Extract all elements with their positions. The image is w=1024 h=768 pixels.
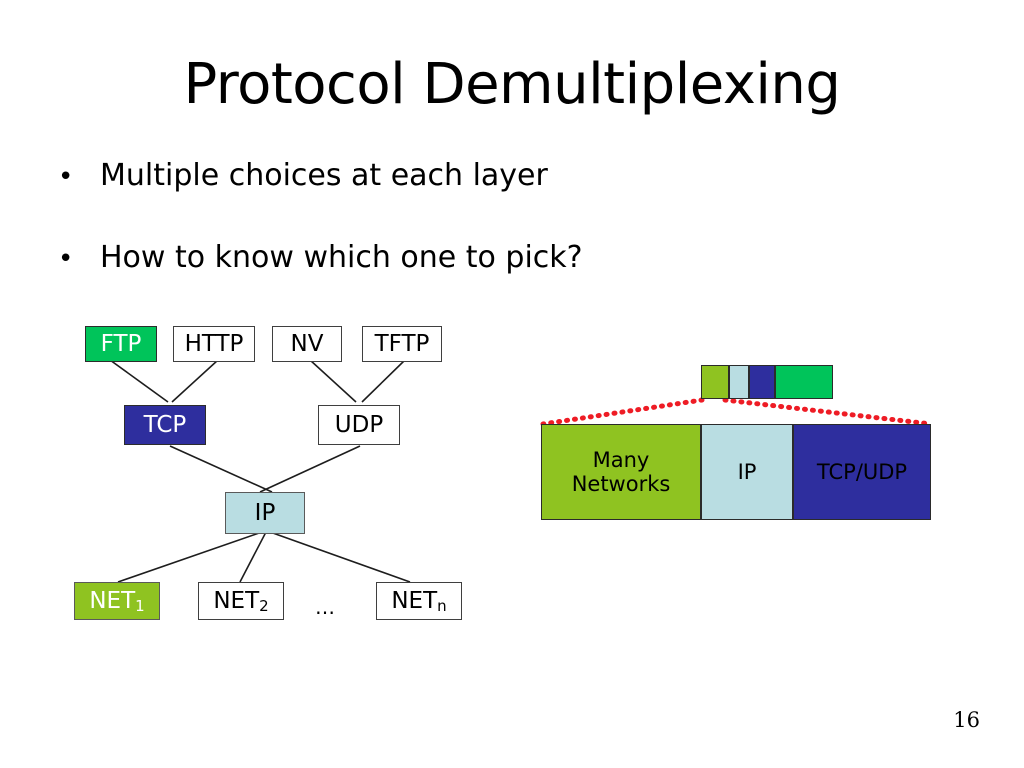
bullet-text-1: Multiple choices at each layer: [100, 158, 548, 193]
protocol-box-nv[interactable]: NV: [272, 326, 342, 362]
encap-block-tcp-udp: TCP/UDP: [793, 424, 931, 520]
encap-block-ip: IP: [701, 424, 793, 520]
protocol-box-tftp[interactable]: TFTP: [362, 326, 442, 362]
callout-line-left: [540, 397, 705, 427]
protocol-box-tcp[interactable]: TCP: [124, 405, 206, 445]
bullet-marker-icon: •: [58, 244, 74, 274]
bullet-marker-icon: •: [58, 162, 74, 192]
protocol-box-netn-subscript: n: [437, 596, 447, 615]
encap-block-many-networks: Many Networks: [541, 424, 701, 520]
protocol-box-net2-label: NET: [213, 587, 260, 614]
packet-segment-ip-header: [729, 365, 749, 399]
bullet-text-2: How to know which one to pick?: [100, 240, 583, 275]
bullet-item-1: • Multiple choices at each layer: [58, 158, 548, 193]
protocol-box-http[interactable]: HTTP: [173, 326, 255, 362]
bullet-item-2: • How to know which one to pick?: [58, 240, 583, 275]
packet-segment-net-header: [701, 365, 729, 399]
page-title: Protocol Demultiplexing: [183, 52, 841, 117]
encap-block-many-networks-line2: Networks: [571, 472, 671, 496]
zoom-callout-lines: [540, 397, 934, 427]
packet-segment-payload: [775, 365, 833, 399]
protocol-box-net1-label: NET: [89, 587, 136, 614]
protocol-box-netn-label: NET: [391, 587, 438, 614]
protocol-box-udp[interactable]: UDP: [318, 405, 400, 445]
encap-block-many-networks-line1: Many: [592, 447, 650, 472]
protocol-box-net1-subscript: 1: [135, 596, 145, 615]
packet-segment-transport-header: [749, 365, 775, 399]
protocol-box-ftp[interactable]: FTP: [85, 326, 157, 362]
protocol-box-net2-subscript: 2: [259, 596, 269, 615]
callout-line-right: [722, 397, 934, 427]
encapsulation-diagram: Many Networks IP TCP/UDP: [535, 352, 945, 542]
protocol-box-ip[interactable]: IP: [225, 492, 305, 534]
page-number: 16: [953, 708, 980, 732]
protocol-ellipsis: …: [315, 595, 335, 619]
protocol-tree-connectors: [109, 359, 411, 583]
